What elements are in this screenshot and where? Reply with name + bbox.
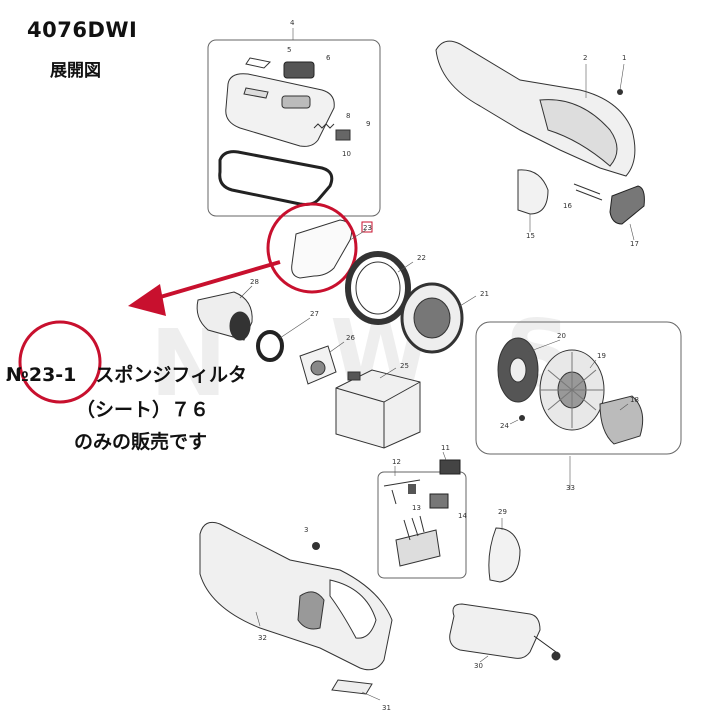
part-14 xyxy=(429,493,449,509)
pointer-arrow xyxy=(18,260,281,404)
part-number-11: 11 xyxy=(441,444,450,452)
part-battery-pack-30 xyxy=(449,603,561,661)
diagram-subtitle: 展開図 xyxy=(50,61,101,81)
part-number-21: 21 xyxy=(480,290,489,298)
part-number-12: 12 xyxy=(392,458,401,466)
part-latch xyxy=(245,57,315,79)
part-number-16: 16 xyxy=(563,202,572,210)
part-switch-11 xyxy=(439,459,461,475)
part-number-28: 28 xyxy=(250,278,259,286)
part-number-30: 30 xyxy=(474,662,483,670)
part-upper-housing xyxy=(435,40,636,177)
part-screw-24 xyxy=(519,415,525,421)
group-box-switch xyxy=(377,471,467,579)
part-battery-25 xyxy=(335,369,421,449)
part-number-26: 26 xyxy=(346,334,355,342)
part-filter-frame-22 xyxy=(345,251,411,325)
part-number-32: 32 xyxy=(258,634,267,642)
note-line-1: №23-1 スポンジフィルタ xyxy=(6,364,248,386)
part-number-15: 15 xyxy=(526,232,535,240)
part-number-2: 2 xyxy=(583,54,587,62)
part-number-19: 19 xyxy=(597,352,606,360)
part-screw-3 xyxy=(312,542,320,550)
part-number-25: 25 xyxy=(400,362,409,370)
part-number-9: 9 xyxy=(366,120,370,128)
part-number-3: 3 xyxy=(304,526,308,534)
part-sponge-filter xyxy=(266,202,358,294)
part-number-24: 24 xyxy=(500,422,509,430)
part-lower-housing xyxy=(199,521,393,671)
part-prefilter-21 xyxy=(400,282,464,354)
part-gasket xyxy=(218,150,334,206)
part-number-18: 18 xyxy=(630,396,639,404)
part-16 xyxy=(573,183,603,201)
part-number-6: 6 xyxy=(326,54,331,62)
part-number-5: 5 xyxy=(287,46,291,54)
part-spring xyxy=(313,123,351,141)
part-number-13: 13 xyxy=(412,504,421,512)
part-button-17 xyxy=(609,185,645,225)
part-number-10: 10 xyxy=(342,150,351,158)
part-number-29: 29 xyxy=(498,508,507,516)
part-nozzle-28 xyxy=(196,291,253,341)
note-line-3: のみの販売です xyxy=(74,431,208,453)
part-number-31: 31 xyxy=(382,704,391,712)
group-box-cover xyxy=(207,39,381,217)
group-box-motor xyxy=(475,321,682,455)
part-number-17: 17 xyxy=(630,240,639,248)
model-number: 4076DWI xyxy=(27,18,138,42)
part-number-8: 8 xyxy=(346,112,350,120)
part-cover xyxy=(225,73,335,147)
part-number-33: 33 xyxy=(566,484,575,492)
part-number-1: 1 xyxy=(622,54,626,62)
part-wire-12 xyxy=(383,479,421,505)
leader-lines xyxy=(239,28,635,701)
part-number-4: 4 xyxy=(290,19,295,27)
part-fan-cover-20 xyxy=(497,337,539,403)
part-number-20: 20 xyxy=(557,332,566,340)
part-number-labels: 4 5 6 8 9 10 1 2 15 16 17 23 22 21 28 27… xyxy=(250,19,639,712)
part-motor-18 xyxy=(599,395,644,445)
part-circuit-board xyxy=(395,515,441,567)
note-line-2: （シート）７６ xyxy=(76,399,210,421)
part-number-14: 14 xyxy=(458,512,467,520)
part-bracket-26 xyxy=(299,345,337,385)
part-label-31 xyxy=(331,679,373,695)
part-number-22: 22 xyxy=(417,254,426,262)
part-ring-27 xyxy=(256,330,284,362)
part-13 xyxy=(408,484,416,494)
part-fan-19 xyxy=(539,349,605,431)
part-number-27: 27 xyxy=(310,310,319,318)
part-screw-1 xyxy=(617,89,623,95)
part-23-marker xyxy=(361,221,373,233)
part-seal-29 xyxy=(488,527,521,583)
part-seal-15 xyxy=(517,169,549,215)
part-number-23: 23 xyxy=(363,224,372,232)
